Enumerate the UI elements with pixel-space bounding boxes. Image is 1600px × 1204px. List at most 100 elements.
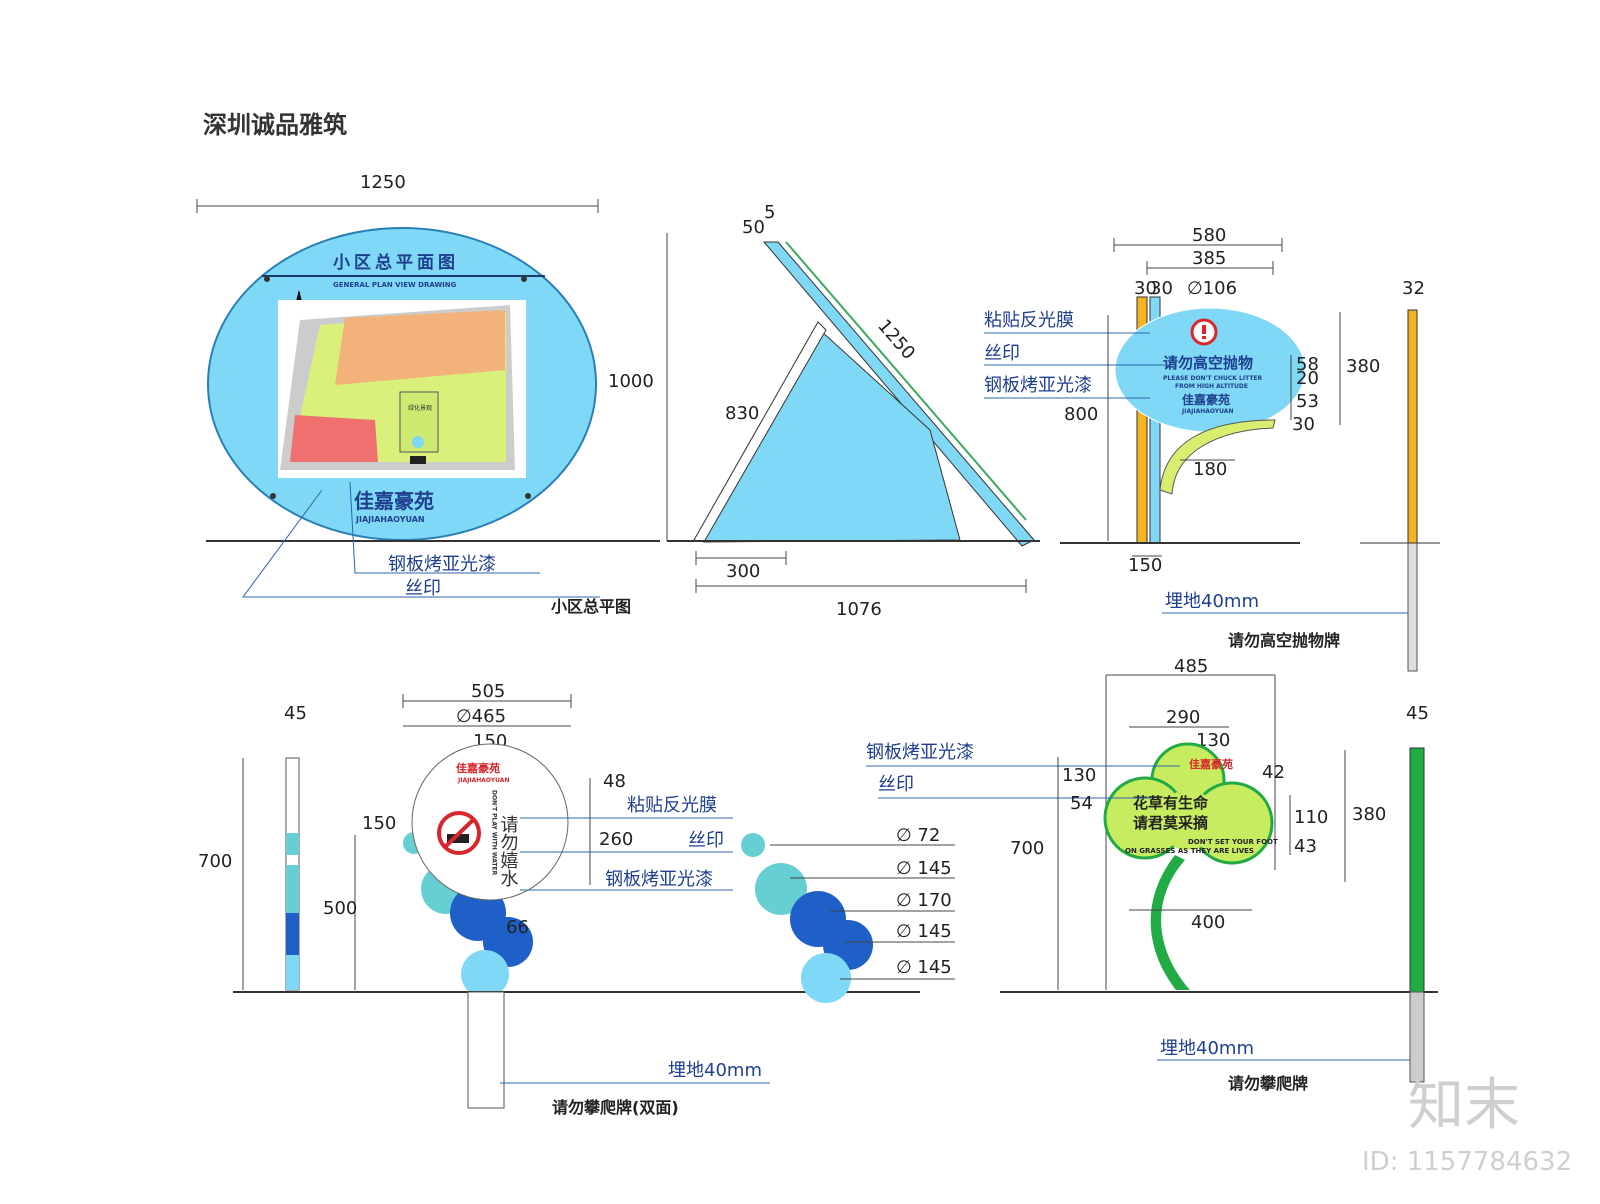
watermark-id: ID: 1157784632	[1362, 1147, 1572, 1177]
dim-53: 53	[1296, 391, 1319, 412]
dim-base: 300	[726, 561, 760, 582]
side-pole	[1407, 309, 1418, 544]
callout-paint: 钢板烤亚光漆	[984, 375, 1092, 396]
dim-290: 290	[1166, 707, 1200, 728]
caption: 请勿高空抛物牌	[1228, 631, 1340, 650]
dim-400: 400	[1191, 912, 1225, 933]
bury-label: 埋地40mm	[1160, 1038, 1254, 1059]
watermark-logo: 知末	[1408, 1073, 1520, 1138]
bury-label: 埋地40mm	[1165, 591, 1259, 612]
dim-30: 30	[1292, 414, 1315, 435]
clover-stem	[1150, 855, 1190, 990]
dia-170: ∅ 170	[896, 890, 952, 911]
dim-height: 1000	[608, 371, 654, 392]
sign-en-1: DON'T SET YOUR FOOT	[1188, 838, 1278, 846]
round-sign	[411, 743, 569, 901]
dim-800: 800	[1064, 404, 1098, 425]
dia-145-a: ∅ 145	[896, 858, 952, 879]
sign-en-2: ON GRASSES AS THEY ARE LIVES	[1125, 847, 1254, 855]
dim-45: 45	[1406, 703, 1429, 724]
sign-text: 请勿嬉水	[498, 815, 519, 887]
buried-post	[467, 991, 505, 1109]
callout-paint: 钢板烤亚光漆	[605, 869, 713, 890]
brand-en: JIAJIAHAOYUAN	[1181, 408, 1233, 415]
dim-20: 20	[1296, 368, 1319, 389]
dim-42: 42	[1262, 762, 1285, 783]
sign-title: 小区总平面图	[333, 252, 459, 273]
callout-reflective: 粘贴反光膜	[984, 310, 1074, 331]
dim-pole-1: 30	[1134, 278, 1157, 299]
dim-pole-2: 30	[1150, 278, 1173, 299]
caption: 小区总平图	[551, 597, 631, 616]
callout-print: 丝印	[984, 343, 1020, 364]
dim-380: 380	[1346, 356, 1380, 377]
buried-part	[1409, 991, 1425, 1083]
board2-no-litter: 580 385 ∅106 30 30 请勿高空抛物 PLEASE DON'T C…	[984, 225, 1440, 672]
dim-32: 32	[1402, 278, 1425, 299]
dim-45: 45	[284, 703, 307, 724]
dim-width: 1250	[360, 172, 406, 193]
dim-700: 700	[1010, 838, 1044, 859]
brand-cn: 佳嘉豪苑	[1189, 757, 1233, 771]
dim-58: 58	[1296, 354, 1319, 375]
sign-en: DON'T PLAY WITH WATER	[491, 790, 498, 876]
callout-print: 丝印	[405, 578, 441, 599]
dim-h130: 130	[1062, 765, 1096, 786]
dia-145-c: ∅ 145	[896, 957, 952, 978]
callout-print: 丝印	[688, 830, 724, 851]
sign-text: 请勿高空抛物	[1163, 354, 1253, 372]
dim-66: 66	[506, 917, 529, 938]
dim-48: 48	[603, 771, 626, 792]
board1-site-plan: 1250 小区总平面图 GENERAL PLAN VIEW DRAWING 绿化…	[196, 172, 1040, 620]
brand-cn: 佳嘉豪苑	[456, 761, 500, 775]
dim-580: 580	[1192, 225, 1226, 246]
sign-text-1: 花草有生命	[1133, 794, 1209, 812]
dia-145-b: ∅ 145	[896, 921, 952, 942]
dim-385: 385	[1192, 248, 1226, 269]
dim-diag: 1250	[873, 316, 919, 364]
dim-485: 485	[1174, 656, 1208, 677]
sign-en-1: PLEASE DON'T CHUCK LITTER	[1163, 375, 1263, 382]
buried-part	[1407, 542, 1418, 672]
svg-text:绿化景观: 绿化景观	[408, 404, 432, 412]
brand-cn: 佳嘉豪苑	[354, 489, 434, 513]
board4-clover: 485 290 130 佳嘉豪苑 花草有生命 请君莫采摘 DON'T SET Y…	[866, 656, 1438, 1093]
dim-505: 505	[471, 681, 505, 702]
dia-72: ∅ 72	[896, 825, 940, 846]
dim-465: ∅465	[456, 706, 506, 727]
sign-text-2: 请君莫采摘	[1133, 814, 1208, 832]
dim-depth-50: 50	[742, 217, 765, 238]
dim-h150: 150	[362, 813, 396, 834]
dim-260: 260	[599, 829, 633, 850]
board3-no-water-play: 45 700 505 ∅465 150 佳嘉豪苑 JIAJIAHAOYUAN 请…	[198, 681, 955, 1117]
leaf-ornament	[1159, 419, 1276, 495]
page-title: 深圳诚品雅筑	[203, 111, 347, 139]
dim-footprint: 1076	[836, 599, 882, 620]
dim-diameter: ∅106	[1187, 278, 1237, 299]
brand-cn: 佳嘉豪苑	[1182, 392, 1230, 407]
brand-en: JIAJIAHAOYUAN	[457, 777, 509, 784]
dim-leg: 830	[725, 403, 759, 424]
side-view	[667, 241, 1040, 547]
dim-130: 130	[1196, 730, 1230, 751]
dim-180: 180	[1193, 459, 1227, 480]
dim-depth-5: 5	[764, 202, 775, 223]
dim-700: 700	[198, 851, 232, 872]
caption: 请勿攀爬牌(双面)	[552, 1098, 679, 1117]
callout-reflective: 粘贴反光膜	[627, 795, 717, 816]
sign-subtitle: GENERAL PLAN VIEW DRAWING	[333, 281, 457, 289]
dim-150: 150	[1128, 555, 1162, 576]
callout-paint: 钢板烤亚光漆	[388, 554, 496, 575]
no-fishing-icon	[437, 811, 481, 855]
dim-380: 380	[1352, 804, 1386, 825]
side-post	[1409, 747, 1425, 993]
bury-label: 埋地40mm	[668, 1060, 762, 1081]
brand-en: JIAJIAHAOYUAN	[355, 515, 425, 524]
callout-print: 丝印	[878, 774, 914, 795]
dim-110: 110	[1294, 807, 1328, 828]
dim-43: 43	[1294, 836, 1317, 857]
warning-icon	[1190, 318, 1218, 346]
sign-en-2: FROM HIGH ALTITUDE	[1175, 383, 1248, 390]
